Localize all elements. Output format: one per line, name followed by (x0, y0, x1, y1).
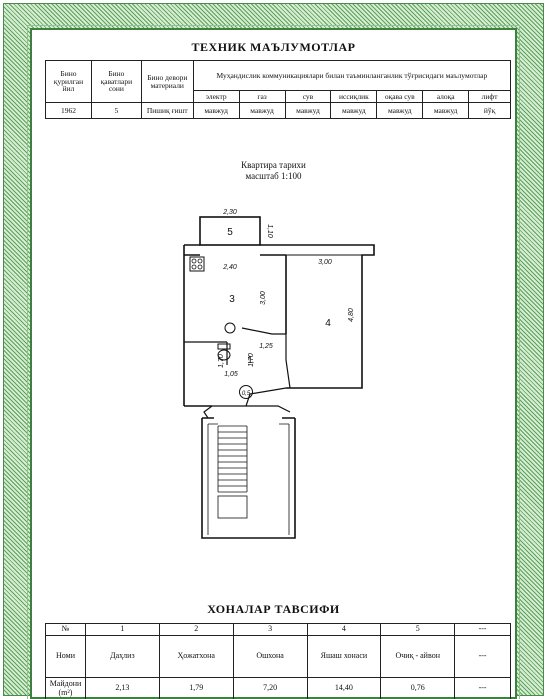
door-swing (239, 385, 253, 399)
utility-value: мавжуд (330, 102, 378, 119)
dim-hall-width: 1,25 (259, 343, 273, 350)
dim-bath-length: 1,70 (218, 354, 225, 368)
rooms-table: № 1 2 3 4 5 --- Номи Даҳлиз Ҳожатхона Ош… (45, 623, 511, 699)
room-number-cell: 3 (232, 623, 308, 636)
year-value: 1962 (45, 102, 92, 119)
tech-info-table: Бино қурилган йил Бино қаватлари сони Би… (45, 60, 512, 119)
dim-living-length: 4,80 (348, 308, 355, 322)
utility-value: йўқ (468, 102, 511, 119)
kitchen-living-wall (184, 254, 287, 334)
dim-hall-length: 1,70 (248, 353, 255, 367)
room-area-cell: 2,13 (84, 677, 160, 699)
walls-value: Пишиқ ғишт (140, 102, 194, 119)
toilet-icon (217, 349, 231, 361)
room-number: 5 (227, 227, 233, 238)
room-name-cell: Ҳожатхона (158, 635, 234, 678)
apartment-walls (183, 244, 375, 407)
room-name-cell: Даҳлиз (84, 635, 160, 678)
hall-wall (241, 327, 291, 389)
dim-door-radius: 0,5 (242, 391, 251, 397)
year-header: Бино қурилган йил (45, 60, 92, 103)
room-area-cell: --- (454, 677, 511, 699)
room-name-cell: --- (454, 635, 511, 678)
row-label: Майдони (m²) (45, 677, 86, 699)
room-number-cell: --- (454, 623, 511, 636)
room-name-cell: Ошхона (232, 635, 308, 678)
room-number-cell: 2 (158, 623, 234, 636)
room-name-cell: Яшаш хонаси (306, 635, 382, 678)
dim-bath-width: 1,05 (224, 371, 238, 378)
walls-header: Бино девори материали (140, 60, 194, 103)
utilities-header: Муҳандислик коммуникациялари билан таъми… (192, 60, 512, 91)
room-number: 3 (229, 294, 235, 305)
stair-inner (207, 423, 290, 535)
dim-kitchen-length: 3,00 (260, 291, 267, 305)
floor-plan: 5 3 4 1 2,30 1,10 2,40 3,00 3,00 4,80 1,… (183, 209, 375, 539)
room-name-cell: Очиқ - айвон (380, 635, 456, 678)
room-area-cell: 7,20 (232, 677, 308, 699)
room-area-cell: 1,79 (158, 677, 234, 699)
stair-walls (201, 417, 296, 539)
hall-bottom (212, 387, 287, 407)
plan-title: Квартира тарихи (241, 160, 306, 170)
utility-value: мавжуд (422, 102, 470, 119)
dim-kitchen-width: 2,40 (222, 264, 237, 271)
room-area-cell: 0,76 (380, 677, 456, 699)
room-number: 4 (325, 318, 331, 329)
room-number-cell: 5 (380, 623, 456, 636)
row-label: Номи (45, 635, 86, 678)
dim-top-width: 2,30 (222, 209, 237, 216)
room-number-cell: 4 (306, 623, 382, 636)
stove-icon (189, 256, 205, 272)
bathroom-wall (184, 341, 228, 365)
rooms-title: ХОНАЛАР ТАВСИФИ (207, 602, 340, 616)
entrance (203, 405, 291, 419)
tech-info-title: ТЕХНИК МАЪЛУМОТЛАР (191, 40, 356, 54)
dim-living-width: 3,00 (318, 259, 332, 266)
stair-steps (217, 425, 248, 519)
plan-scale: масштаб 1:100 (245, 171, 302, 181)
utility-value: мавжуд (376, 102, 424, 119)
dim-balcony-depth: 1,10 (266, 224, 273, 238)
sink-icon (224, 322, 236, 334)
room-number-cell: 1 (84, 623, 160, 636)
row-label: № (45, 623, 86, 636)
balcony-outline (199, 216, 261, 246)
room-area-cell: 14,40 (306, 677, 382, 699)
room-number: 1 (247, 355, 253, 366)
floors-header: Бино қаватлари сони (90, 60, 142, 103)
document-sheet: ТЕХНИК МАЪЛУМОТЛАР Бино қурилган йил Бин… (27, 25, 520, 699)
